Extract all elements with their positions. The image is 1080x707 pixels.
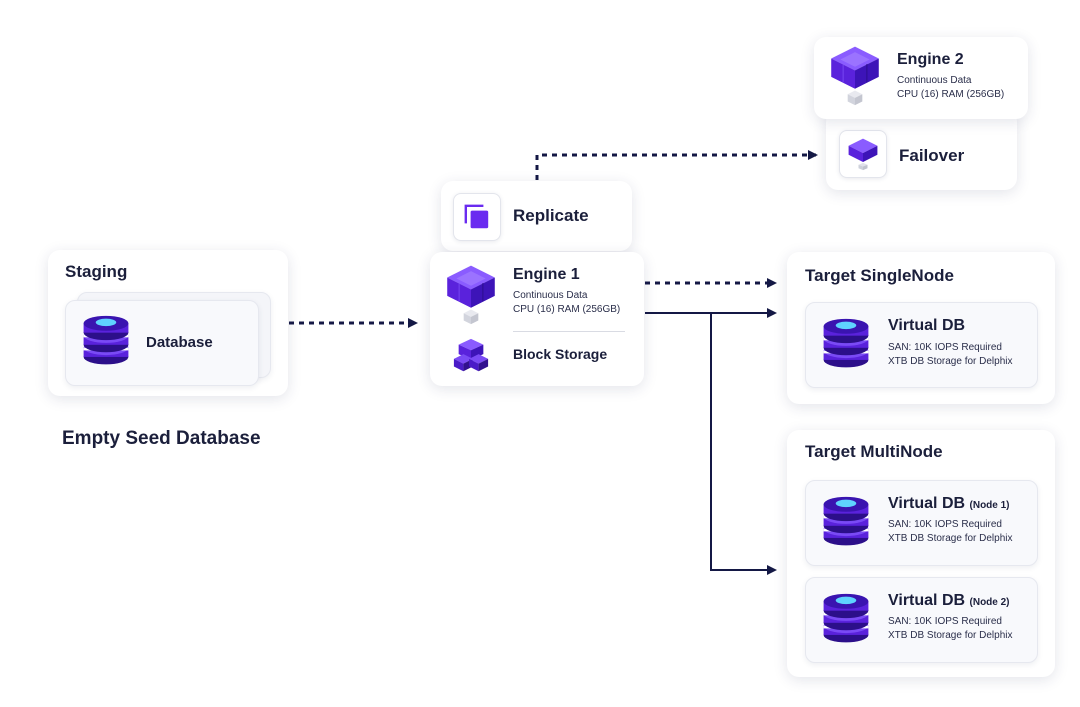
multinode-vdb1-note: (Node 1) <box>969 500 1010 511</box>
database-icon <box>78 311 134 373</box>
database-label: Database <box>146 334 213 351</box>
multinode-vdb2-title: Virtual DB <box>888 592 966 609</box>
multinode-vdb2-line1: SAN: 10K IOPS Required <box>888 616 1002 627</box>
engine2-cube-icon <box>827 43 883 107</box>
singlenode-title: Target SingleNode <box>805 266 954 285</box>
failover-card: Failover <box>826 110 1017 190</box>
staging-title: Staging <box>65 262 128 281</box>
virtual-db-node2-icon <box>818 589 874 651</box>
virtual-db-icon <box>818 314 874 376</box>
engine1-title: Engine 1 <box>513 266 580 283</box>
block-storage-icon <box>452 337 490 375</box>
singlenode-vdb-line2: XTB DB Storage for Delphix <box>888 356 1013 367</box>
replicate-card: Replicate <box>441 181 632 251</box>
engine2-card: Engine 2 Continuous Data CPU (16) RAM (2… <box>814 37 1028 119</box>
multinode-vdb1-heading: Virtual DB (Node 1) <box>888 495 1010 513</box>
replicate-icon-box <box>453 193 501 241</box>
engine2-title: Engine 2 <box>897 51 964 68</box>
engine1-card: Engine 1 Continuous Data CPU (16) RAM (2… <box>430 252 644 386</box>
engine1-line1: Continuous Data <box>513 290 588 301</box>
singlenode-vdb-panel: Virtual DB SAN: 10K IOPS Required XTB DB… <box>805 302 1038 388</box>
engine1-divider <box>513 331 625 332</box>
multinode-vdb1-title: Virtual DB <box>888 495 966 512</box>
multinode-vdb1-panel: Virtual DB (Node 1) SAN: 10K IOPS Requir… <box>805 480 1038 566</box>
copy-icon <box>464 204 489 229</box>
engine2-line2: CPU (16) RAM (256GB) <box>897 89 1005 100</box>
block-storage-label: Block Storage <box>513 346 608 362</box>
staging-card: Staging Database <box>48 250 288 396</box>
replicate-label: Replicate <box>513 206 589 225</box>
singlenode-vdb-line1: SAN: 10K IOPS Required <box>888 342 1002 353</box>
engine1-cube-icon <box>443 262 499 326</box>
arrow-replicate-to-failover <box>535 150 818 180</box>
staging-database-panel: Database <box>65 300 259 386</box>
multinode-vdb2-note: (Node 2) <box>969 597 1010 608</box>
failover-icon-box <box>839 130 887 178</box>
failover-label: Failover <box>899 146 965 165</box>
multinode-vdb1-line2: XTB DB Storage for Delphix <box>888 533 1013 544</box>
multinode-vdb2-panel: Virtual DB (Node 2) SAN: 10K IOPS Requir… <box>805 577 1038 663</box>
target-singlenode-card: Target SingleNode Virtual DB SAN: 10K IO… <box>787 252 1055 404</box>
multinode-vdb2-heading: Virtual DB (Node 2) <box>888 592 1010 610</box>
failover-cube-icon <box>845 135 881 171</box>
engine2-line1: Continuous Data <box>897 75 972 86</box>
arrow-engine1-to-multinode <box>710 313 777 575</box>
singlenode-vdb-title: Virtual DB <box>888 317 966 334</box>
multinode-vdb2-line2: XTB DB Storage for Delphix <box>888 630 1013 641</box>
virtual-db-node1-icon <box>818 492 874 554</box>
engine1-line2: CPU (16) RAM (256GB) <box>513 304 621 315</box>
target-multinode-card: Target MultiNode Virtual DB (Node 1) SAN… <box>787 430 1055 677</box>
singlenode-vdb-heading: Virtual DB <box>888 317 965 335</box>
staging-caption: Empty Seed Database <box>62 428 261 449</box>
multinode-vdb1-line1: SAN: 10K IOPS Required <box>888 519 1002 530</box>
multinode-title: Target MultiNode <box>805 442 943 461</box>
